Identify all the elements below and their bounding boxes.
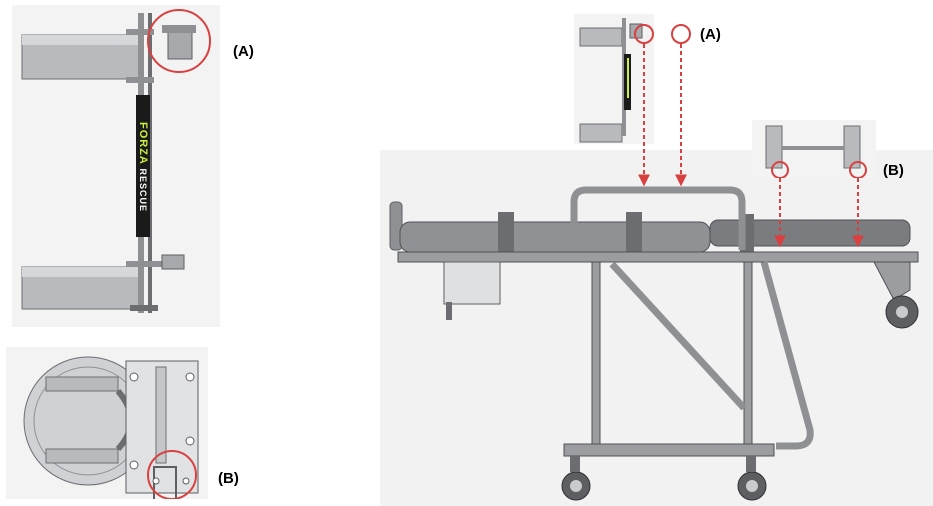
base-thumbnail-drawing — [765, 125, 867, 178]
base-plate-view — [6, 347, 208, 499]
brand-bar — [136, 95, 150, 237]
thumb-circle-b2 — [849, 161, 867, 178]
frame-rail — [397, 251, 919, 263]
grab-bar — [570, 186, 746, 250]
base-plate-drawing — [23, 356, 199, 499]
thumb-circle-a1 — [634, 24, 654, 44]
brand-sub: RESCUE — [138, 168, 148, 213]
highlight-circle-b — [147, 450, 197, 499]
thumb-circle-b1 — [771, 161, 789, 178]
label-right-b: (B) — [883, 162, 904, 179]
brand-name: FORZA — [137, 121, 149, 165]
highlight-circle-a — [147, 9, 211, 73]
holder-thumbnail-drawing — [579, 18, 654, 143]
thumb-circle-a2 — [671, 24, 691, 44]
holder-side-drawing — [21, 9, 211, 313]
base-frame — [563, 443, 775, 457]
label-right-a: (A) — [700, 26, 721, 43]
mattress — [399, 221, 711, 253]
holder-side-view: FORZA RESCUE — [12, 5, 220, 327]
brand-name-vertical: FORZA RESCUE — [137, 122, 149, 212]
stretcher-view — [380, 150, 933, 506]
label-left-a: (A) — [233, 43, 254, 60]
leg-front — [591, 261, 601, 453]
top-bracket — [167, 28, 193, 60]
stretcher-drawing — [389, 186, 919, 501]
base-thumbnail — [752, 120, 876, 178]
holder-thumbnail — [574, 14, 654, 144]
leg-rear — [743, 261, 753, 453]
label-left-b: (B) — [218, 470, 239, 487]
